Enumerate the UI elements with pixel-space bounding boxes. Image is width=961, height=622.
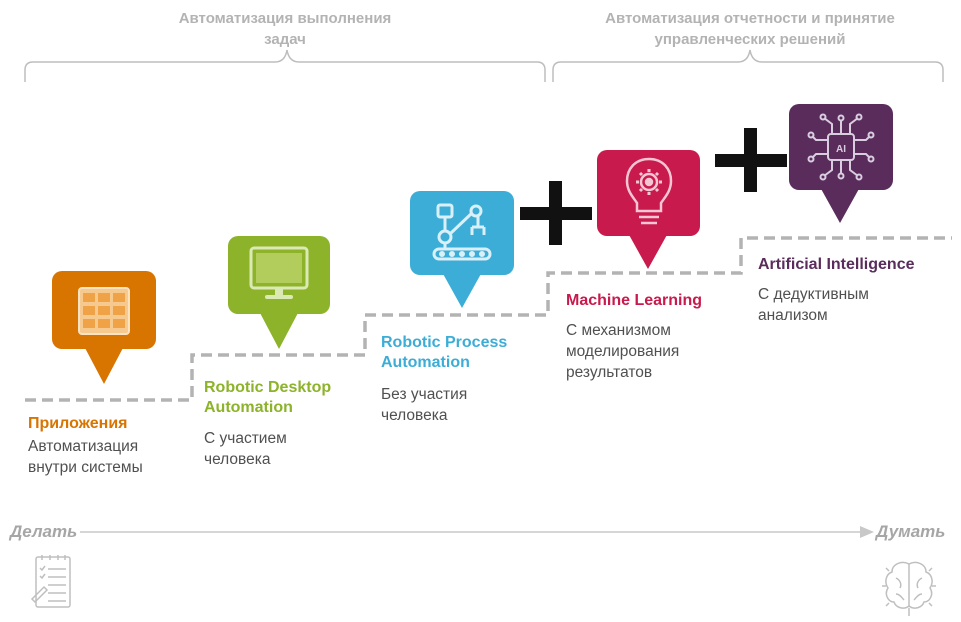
plus-icon [520,181,592,245]
tile-pointer-applications [84,346,124,384]
brace-task-automation [24,49,546,82]
do-think-axis [80,526,874,538]
group-braces [24,49,944,82]
stage-icon-tile-ai [789,104,893,190]
tile-pointer-rda [259,311,299,349]
stage-title-ai: Artificial Intelligence [758,256,915,273]
stage-desc-rda: С участием человека [204,430,287,468]
axis-end-label: Думать [876,522,946,541]
stage-desc-ml: С механизмом моделирования результатов [566,322,680,381]
tile-pointer-rpa [442,272,482,308]
stage-desc-rpa: Без участия человека [381,386,468,424]
stage-desc-applications: Автоматизация внутри системы [28,438,143,476]
stage-icon-tile-rpa [410,191,514,275]
group-label-reporting-decisions: Автоматизация отчетности и принятие упра… [605,10,895,48]
checklist-icon [30,555,71,608]
stage-title-rda: Robotic Desktop Automation [204,379,332,416]
axis-arrow-head [860,526,874,538]
svg-text:AI: AI [836,144,846,155]
stage-title-applications: Приложения [28,415,128,432]
ai-chip-icon: AI [807,113,875,181]
stage-title-rpa: Robotic Process Automation [381,334,508,371]
monitor-icon [249,246,309,299]
plus-icon [715,128,787,192]
axis-start-label: Делать [10,522,78,541]
brace-reporting-decisions [552,49,944,82]
lightbulb-gear-icon [625,157,673,225]
group-label-task-automation: Автоматизация выполнения задач [178,10,392,48]
tile-pointer-ai [820,187,860,223]
table-grid-icon [78,287,130,335]
tile-pointer-ml [628,233,668,269]
robot-arm-icon [432,203,492,261]
stage-title-ml: Machine Learning [566,292,703,309]
stage-desc-ai: С дедуктивным анализом [758,286,869,324]
brain-icon [882,561,936,616]
